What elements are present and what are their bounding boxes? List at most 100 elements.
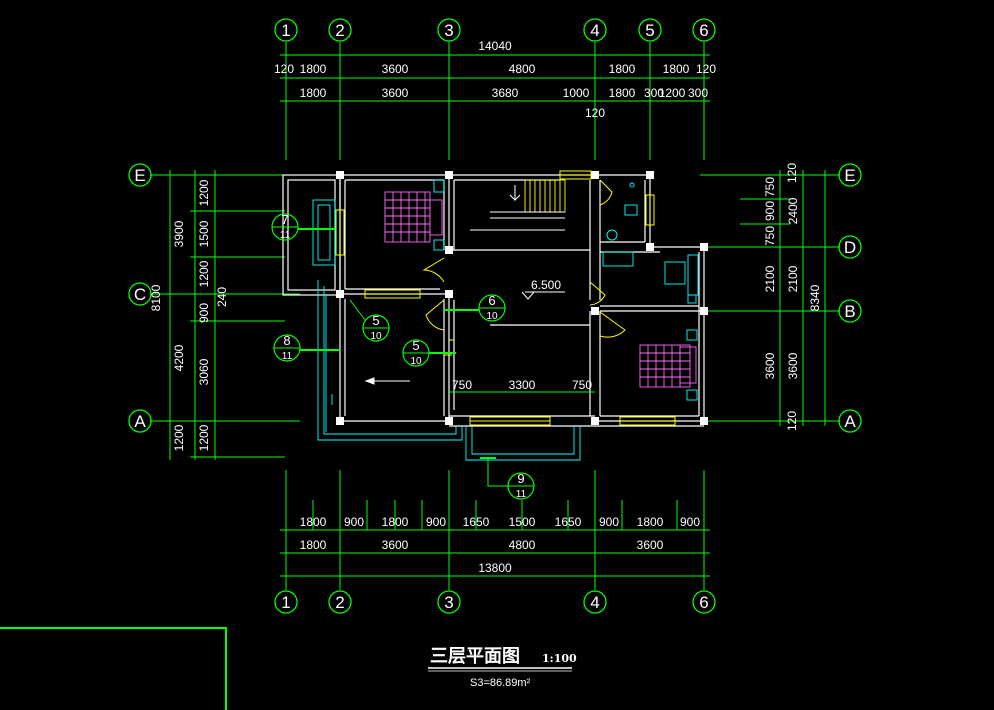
dim-text: 1800 [609,62,636,76]
callout-number: 5 [412,338,419,353]
doors [422,179,626,356]
dim-text: 1800 [300,538,327,552]
walk-arrow [364,377,410,385]
columns [336,171,708,425]
callout-number: 8 [283,333,290,348]
axis-labels-left: E C A [134,166,146,431]
dim-text: 3600 [382,538,409,552]
dim-text: 1800 [663,62,690,76]
dim-text: 1650 [555,515,582,529]
callout-5a: 5 10 [349,299,390,342]
dim-text: 8340 [808,284,822,311]
axis-label: E [844,166,855,185]
walls [282,174,705,427]
grid-lines [150,42,840,590]
axis-label: 2 [335,593,344,612]
dim-text: 1800 [382,515,409,529]
dim-text: 750 [763,226,777,246]
axis-label: A [134,412,146,431]
callout-sheet: 10 [486,311,498,322]
dim-text: 8100 [149,284,163,311]
dim-text: 750 [763,177,777,197]
stair-guide [470,185,565,231]
dim-text: 1800 [637,515,664,529]
dim-text: 120 [274,62,294,76]
axis-labels-right: E D B A [844,166,856,431]
dim-text: 900 [197,303,211,323]
axis-label: 3 [444,21,453,40]
dim-text: 3600 [382,86,409,100]
dim-text: 300 [688,86,708,100]
dim-text: 750 [452,378,472,392]
axis-label: 4 [590,21,599,40]
inner-dimensions: 750 3300 750 [449,378,595,393]
dim-text: 240 [215,287,229,307]
drawing-title: 三层平面图 [430,646,520,667]
dim-text: 750 [572,378,592,392]
axis-label: E [134,166,145,185]
left-dimensions: 3900 8100 4200 1200 1200 1500 1200 900 2… [149,179,229,451]
dim-text: 120 [785,163,799,183]
callout-number: 9 [517,471,524,486]
detail-callouts: 7 11 8 11 5 10 5 10 6 [271,212,535,500]
callout-9: 9 11 [480,457,535,500]
dim-text: 900 [680,515,700,529]
dim-text: 2100 [786,265,800,292]
dim-text: 1200 [172,424,186,451]
title-frame [0,627,227,710]
dim-text: 1200 [197,179,211,206]
dim-text: 1200 [197,424,211,451]
dim-text: 900 [344,515,364,529]
axis-label: 4 [590,593,599,612]
axis-label: B [844,302,855,321]
callout-sheet: 10 [410,356,422,367]
dim-text: 3680 [492,86,519,100]
axis-label: C [134,285,146,304]
callout-sheet: 10 [370,331,382,342]
callout-number: 5 [372,313,379,328]
axis-label: 6 [699,593,708,612]
callout-6: 6 10 [444,293,506,322]
callout-8: 8 11 [273,333,340,362]
axis-label: A [844,412,856,431]
callout-sheet: 11 [516,489,527,500]
drawing-title-block: 三层平面图 1:100 S3=86.89m² [428,646,577,689]
dim-text: 120 [585,106,605,120]
dim-text: 4200 [172,344,186,371]
dim-text: 1650 [463,515,490,529]
dim-text: 2400 [786,197,800,224]
dim-text: 900 [599,515,619,529]
drawing-area: S3=86.89m² [470,677,531,689]
callout-number: 6 [488,293,495,308]
dim-text: 1800 [609,86,636,100]
dim-text: 1200 [659,86,686,100]
callout-7: 7 11 [271,212,335,241]
dim-text: 3600 [637,538,664,552]
callout-5b: 5 10 [402,338,456,367]
axis-label: D [844,238,856,257]
dim-text: 1800 [300,515,327,529]
dim-text: 13800 [478,561,512,575]
bed-upper [384,191,431,243]
dim-text: 3060 [197,358,211,385]
callout-number: 7 [281,212,288,227]
axis-label: 6 [699,21,708,40]
axis-labels-top: 1 2 3 4 5 6 [281,21,708,40]
dim-text: 300 [644,86,664,100]
dim-text: 1800 [300,62,327,76]
dim-text: 2100 [763,265,777,292]
dim-text: 900 [763,201,777,221]
furniture [384,191,697,388]
fixtures [312,179,699,461]
dim-text: 3600 [382,62,409,76]
dim-text: 1800 [300,86,327,100]
axis-label: 5 [645,21,654,40]
axis-bubbles [128,18,862,614]
top-dimensions: 14040 120 1800 3600 4800 1800 1800 120 1… [274,39,716,120]
elevation-marker: 6.500 [521,278,565,300]
dim-text: 14040 [478,39,512,53]
dim-text: 1200 [197,260,211,287]
right-dimensions: 120 750 900 750 2100 3600 120 2400 2100 … [763,163,822,431]
elevation-text: 6.500 [531,278,561,292]
